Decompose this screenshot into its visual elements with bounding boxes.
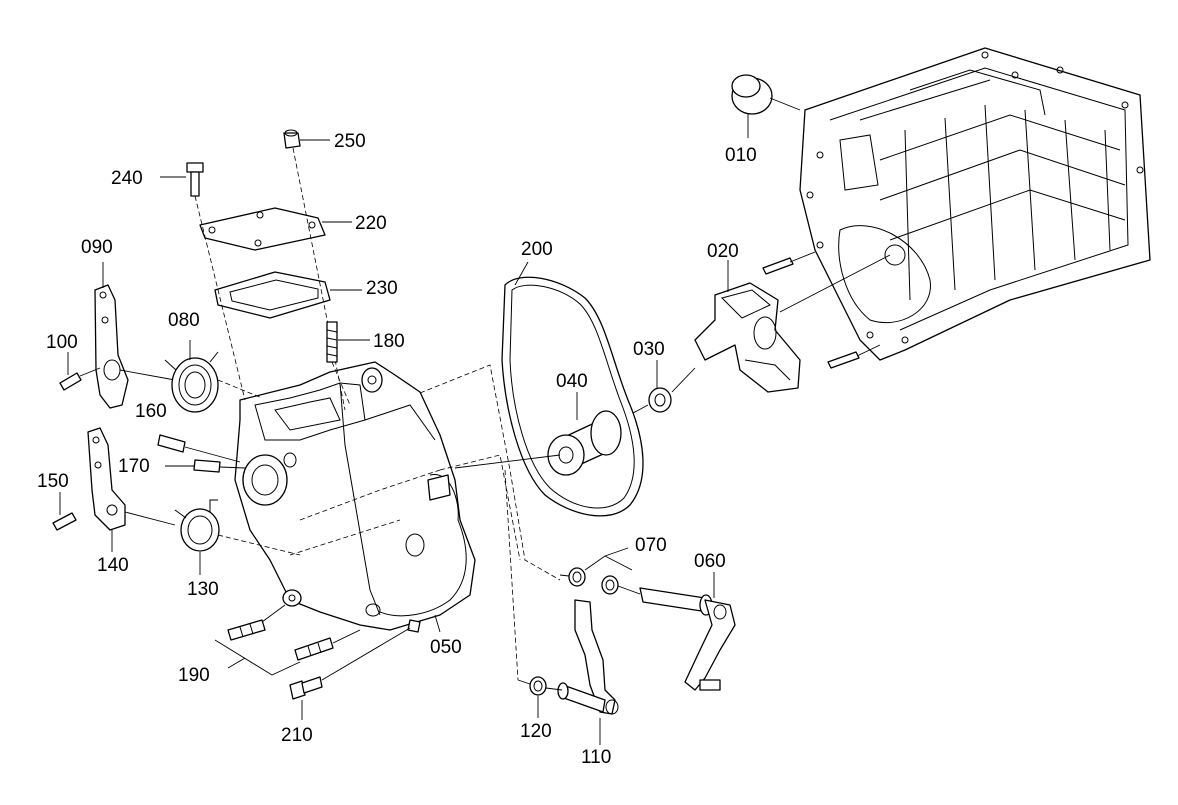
label-090: 090 xyxy=(81,237,113,258)
label-190: 190 xyxy=(178,665,210,686)
label-250: 250 xyxy=(334,131,366,152)
label-030: 030 xyxy=(633,339,665,360)
gasket-200 xyxy=(501,261,644,517)
transmission-housing xyxy=(799,47,1151,361)
label-150: 150 xyxy=(37,471,69,492)
part-labels: 010 020 030 040 050 060 070 080 090 100 … xyxy=(37,131,757,768)
label-010: 010 xyxy=(725,145,757,166)
shaft-040 xyxy=(547,392,622,476)
stud-180 xyxy=(326,321,370,406)
label-180: 180 xyxy=(373,331,405,352)
studs-190 xyxy=(214,604,361,676)
o-ring-120 xyxy=(517,676,563,718)
spring-080 xyxy=(164,340,263,413)
housing-dowel-pins xyxy=(762,251,881,369)
plug-010 xyxy=(731,74,801,138)
label-080: 080 xyxy=(168,310,200,331)
label-050: 050 xyxy=(430,637,462,658)
label-040: 040 xyxy=(556,371,588,392)
bolt-240 xyxy=(160,162,246,401)
spring-130 xyxy=(174,499,301,575)
label-130: 130 xyxy=(187,579,219,600)
label-160: 160 xyxy=(135,401,167,422)
label-170: 170 xyxy=(118,456,150,477)
label-100: 100 xyxy=(46,332,78,353)
label-210: 210 xyxy=(281,725,313,746)
nut-250 xyxy=(283,129,346,411)
label-020: 020 xyxy=(707,241,739,262)
shift-block-020 xyxy=(671,254,891,393)
bolt-160 xyxy=(157,434,241,463)
bolt-210 xyxy=(289,627,411,720)
lever-shaft-110 xyxy=(557,599,619,745)
lever-shaft-060 xyxy=(617,572,736,691)
label-110: 110 xyxy=(581,747,611,768)
label-200: 200 xyxy=(521,239,553,260)
label-120: 120 xyxy=(520,721,552,742)
gasket-230 xyxy=(214,271,362,319)
label-220: 220 xyxy=(355,213,387,234)
label-060: 060 xyxy=(694,551,726,572)
label-240: 240 xyxy=(111,168,143,189)
pin-150 xyxy=(52,492,77,531)
label-070: 070 xyxy=(635,535,667,556)
o-rings-070 xyxy=(559,547,633,595)
pin-170 xyxy=(165,459,246,473)
lever-140 xyxy=(87,427,176,552)
cover-casing-050 xyxy=(234,361,561,681)
label-230: 230 xyxy=(366,278,398,299)
lever-090 xyxy=(94,262,176,409)
label-140: 140 xyxy=(97,555,129,576)
cover-plate-220 xyxy=(199,207,352,251)
pin-100 xyxy=(59,352,101,391)
